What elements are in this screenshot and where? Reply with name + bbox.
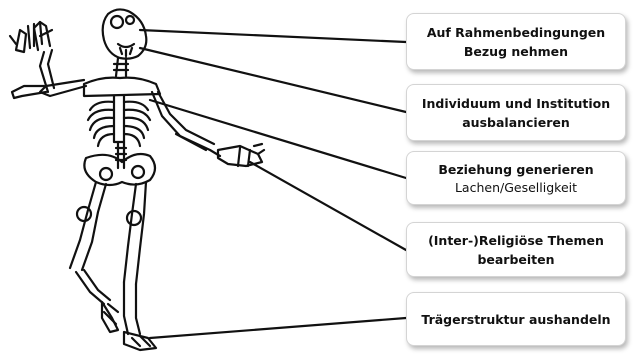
label-box-traegerstruktur: Trägerstruktur aushandeln <box>406 292 626 346</box>
label-main-text: (Inter-)Religiöse Themen bearbeiten <box>428 232 604 267</box>
label-box-religioese-themen: (Inter-)Religiöse Themen bearbeiten <box>406 222 626 277</box>
skull <box>101 8 148 60</box>
label-main-text: Beziehung generieren <box>438 161 594 177</box>
connector-line-4 <box>248 160 408 252</box>
connector-line-5 <box>148 316 408 340</box>
label-sub-text: Lachen/Geselligkeit <box>454 179 578 195</box>
label-main-text: Trägerstruktur aushandeln <box>421 311 611 327</box>
connector-line-1 <box>138 28 408 44</box>
connector-line-2 <box>138 46 408 114</box>
label-box-beziehung: Beziehung generieren Lachen/Geselligkeit <box>406 151 626 205</box>
connector-line-3 <box>148 98 408 180</box>
label-box-individuum: Individuum und Institution ausbalanciere… <box>406 84 626 141</box>
label-box-rahmenbedingungen: Auf Rahmenbedingungen Bezug nehmen <box>406 13 626 70</box>
label-main-text: Auf Rahmenbedingungen Bezug nehmen <box>426 24 606 59</box>
label-main-text: Individuum und Institution ausbalanciere… <box>421 95 611 130</box>
